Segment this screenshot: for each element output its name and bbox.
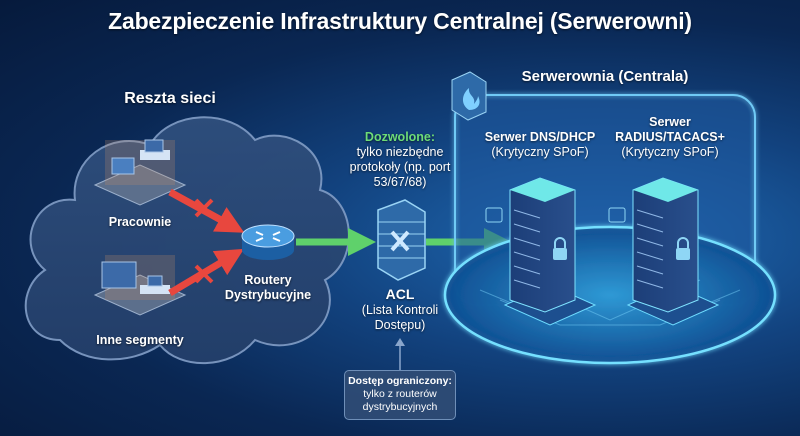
- network-cloud: [24, 116, 350, 365]
- note-line1: tylko z routerów: [363, 388, 437, 400]
- server-icon: [503, 177, 597, 326]
- router-icon: [241, 224, 295, 260]
- server-platform: [443, 225, 777, 365]
- restricted-access-note: Dostęp ograniczony: tylko z routerów dys…: [344, 370, 456, 420]
- page-title: Zabezpieczenie Infrastruktury Centralnej…: [108, 8, 692, 34]
- note-title: Dostęp ograniczony:: [348, 375, 452, 387]
- server-name-line1: Serwer: [649, 115, 691, 129]
- acl-label: ACL (Lista Kontroli Dostępu): [345, 286, 455, 333]
- workstation-room-icon: [93, 139, 187, 206]
- allowed-protocols-text: Dozwolone: tylko niezbędne protokoły (np…: [340, 130, 460, 190]
- router-label-line1: Routery: [244, 273, 292, 287]
- acl-title: ACL: [385, 286, 415, 302]
- firewall-flame-icon: [451, 71, 487, 121]
- server-room-title: Serwerownia (Centrala): [521, 68, 689, 85]
- up-arrow-icon: [395, 338, 405, 346]
- allowed-line: protokoły (np. port: [349, 160, 451, 174]
- node-label-inne-segmenty: Inne segmenty: [96, 333, 184, 347]
- router-label: Routery Dystrybucyjne: [210, 273, 326, 303]
- server-label-dns-dhcp: Serwer DNS/DHCP (Krytyczny SPoF): [475, 130, 605, 160]
- node-label-pracownie: Pracownie: [108, 215, 172, 229]
- log-panel-icon: [485, 207, 626, 223]
- server-status: (Krytyczny SPoF): [491, 145, 589, 159]
- allowed-line: 53/67/68): [373, 175, 427, 189]
- lock-icon: [553, 248, 567, 260]
- acl-sub-line1: (Lista Kontroli: [361, 303, 439, 317]
- allowed-line: tylko niezbędne: [356, 145, 444, 159]
- acl-sub-line2: Dostępu): [374, 318, 426, 332]
- server-status: (Krytyczny SPoF): [621, 145, 719, 159]
- server-name-line2: RADIUS/TACACS+: [615, 130, 725, 144]
- allowed-title: Dozwolone:: [364, 130, 436, 144]
- note-line2: dystrybucyjnych: [362, 401, 438, 413]
- zone-title-rest-network: Reszta sieci: [124, 90, 216, 107]
- router-label-line2: Dystrybucyjne: [224, 288, 312, 302]
- workstation-room-icon: [93, 255, 187, 316]
- red-x-icon: [194, 198, 214, 218]
- server-icon: [626, 177, 720, 326]
- red-x-icon: [194, 264, 214, 284]
- firewall-icon: [377, 199, 426, 281]
- server-label-radius: Serwer RADIUS/TACACS+ (Krytyczny SPoF): [605, 115, 735, 160]
- lock-icon: [676, 248, 690, 260]
- server-name: Serwer DNS/DHCP: [484, 130, 596, 144]
